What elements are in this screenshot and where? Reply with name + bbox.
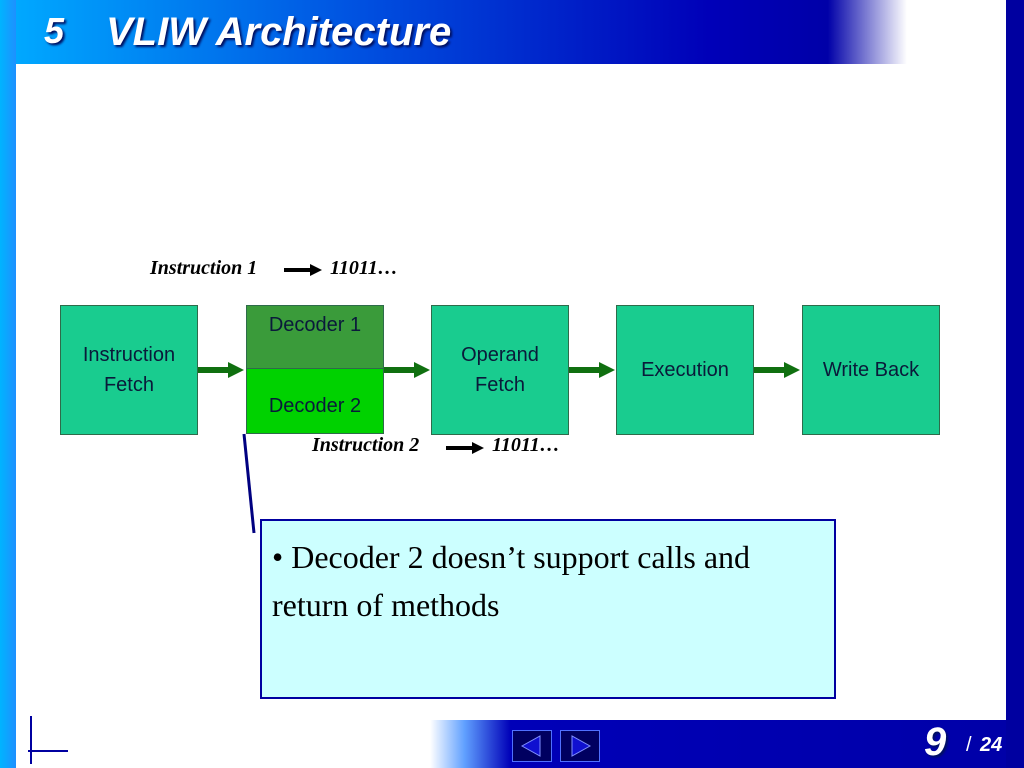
instruction-2-name: Instruction 2	[312, 434, 420, 456]
stage-execution: Execution	[616, 305, 754, 435]
total-pages: 24	[980, 734, 1003, 756]
arrow-fetch-to-decode-icon	[198, 362, 244, 378]
stage-decoder-2: Decoder 2	[246, 368, 384, 434]
instruction-2-arrow-icon	[446, 442, 484, 454]
arrow-execution-to-writeback-icon	[754, 362, 800, 378]
instruction-1-value: 11011…	[330, 257, 398, 279]
title-bar	[16, 0, 1006, 64]
triangle-right-icon	[571, 735, 592, 757]
stage-decoder-1: Decoder 1	[246, 305, 384, 369]
next-slide-button[interactable]	[560, 730, 600, 762]
right-accent-bar	[1006, 0, 1024, 768]
page-separator: /	[966, 734, 972, 756]
stage-instruction-fetch-label: Instruction Fetch	[82, 344, 176, 396]
triangle-left-icon	[520, 735, 541, 757]
slide-title: VLIW Architecture	[106, 10, 452, 54]
instruction-2-label: Instruction 2	[312, 434, 419, 457]
left-accent-bar	[0, 0, 16, 768]
stage-operand-fetch-label: Operand Fetch	[461, 344, 539, 396]
corner-mark-horizontal	[28, 750, 68, 752]
instruction-1-name: Instruction 1	[150, 257, 258, 279]
arrow-decode-to-operand-icon	[384, 362, 430, 378]
previous-slide-button[interactable]	[512, 730, 552, 762]
note-text: • Decoder 2 doesn’t support calls and re…	[272, 539, 751, 623]
stage-instruction-fetch: Instruction Fetch	[60, 305, 198, 435]
stage-write-back: Write Back	[802, 305, 940, 435]
stage-execution-label: Execution	[641, 359, 729, 381]
stage-write-back-label: Write Back	[822, 359, 920, 381]
current-page-number: 9	[924, 720, 947, 764]
stage-operand-fetch: Operand Fetch	[431, 305, 569, 435]
instruction-1-arrow-icon	[284, 264, 322, 276]
stage-decoder-1-label: Decoder 1	[268, 314, 362, 336]
arrow-operand-to-execution-icon	[569, 362, 615, 378]
note-box: • Decoder 2 doesn’t support calls and re…	[260, 519, 836, 699]
instruction-2-value: 11011…	[492, 434, 560, 456]
instruction-1-label: Instruction 1	[150, 257, 257, 280]
section-number: 5	[44, 10, 65, 51]
corner-mark-vertical	[30, 716, 32, 764]
stage-decoder-2-label: Decoder 2	[268, 395, 362, 417]
